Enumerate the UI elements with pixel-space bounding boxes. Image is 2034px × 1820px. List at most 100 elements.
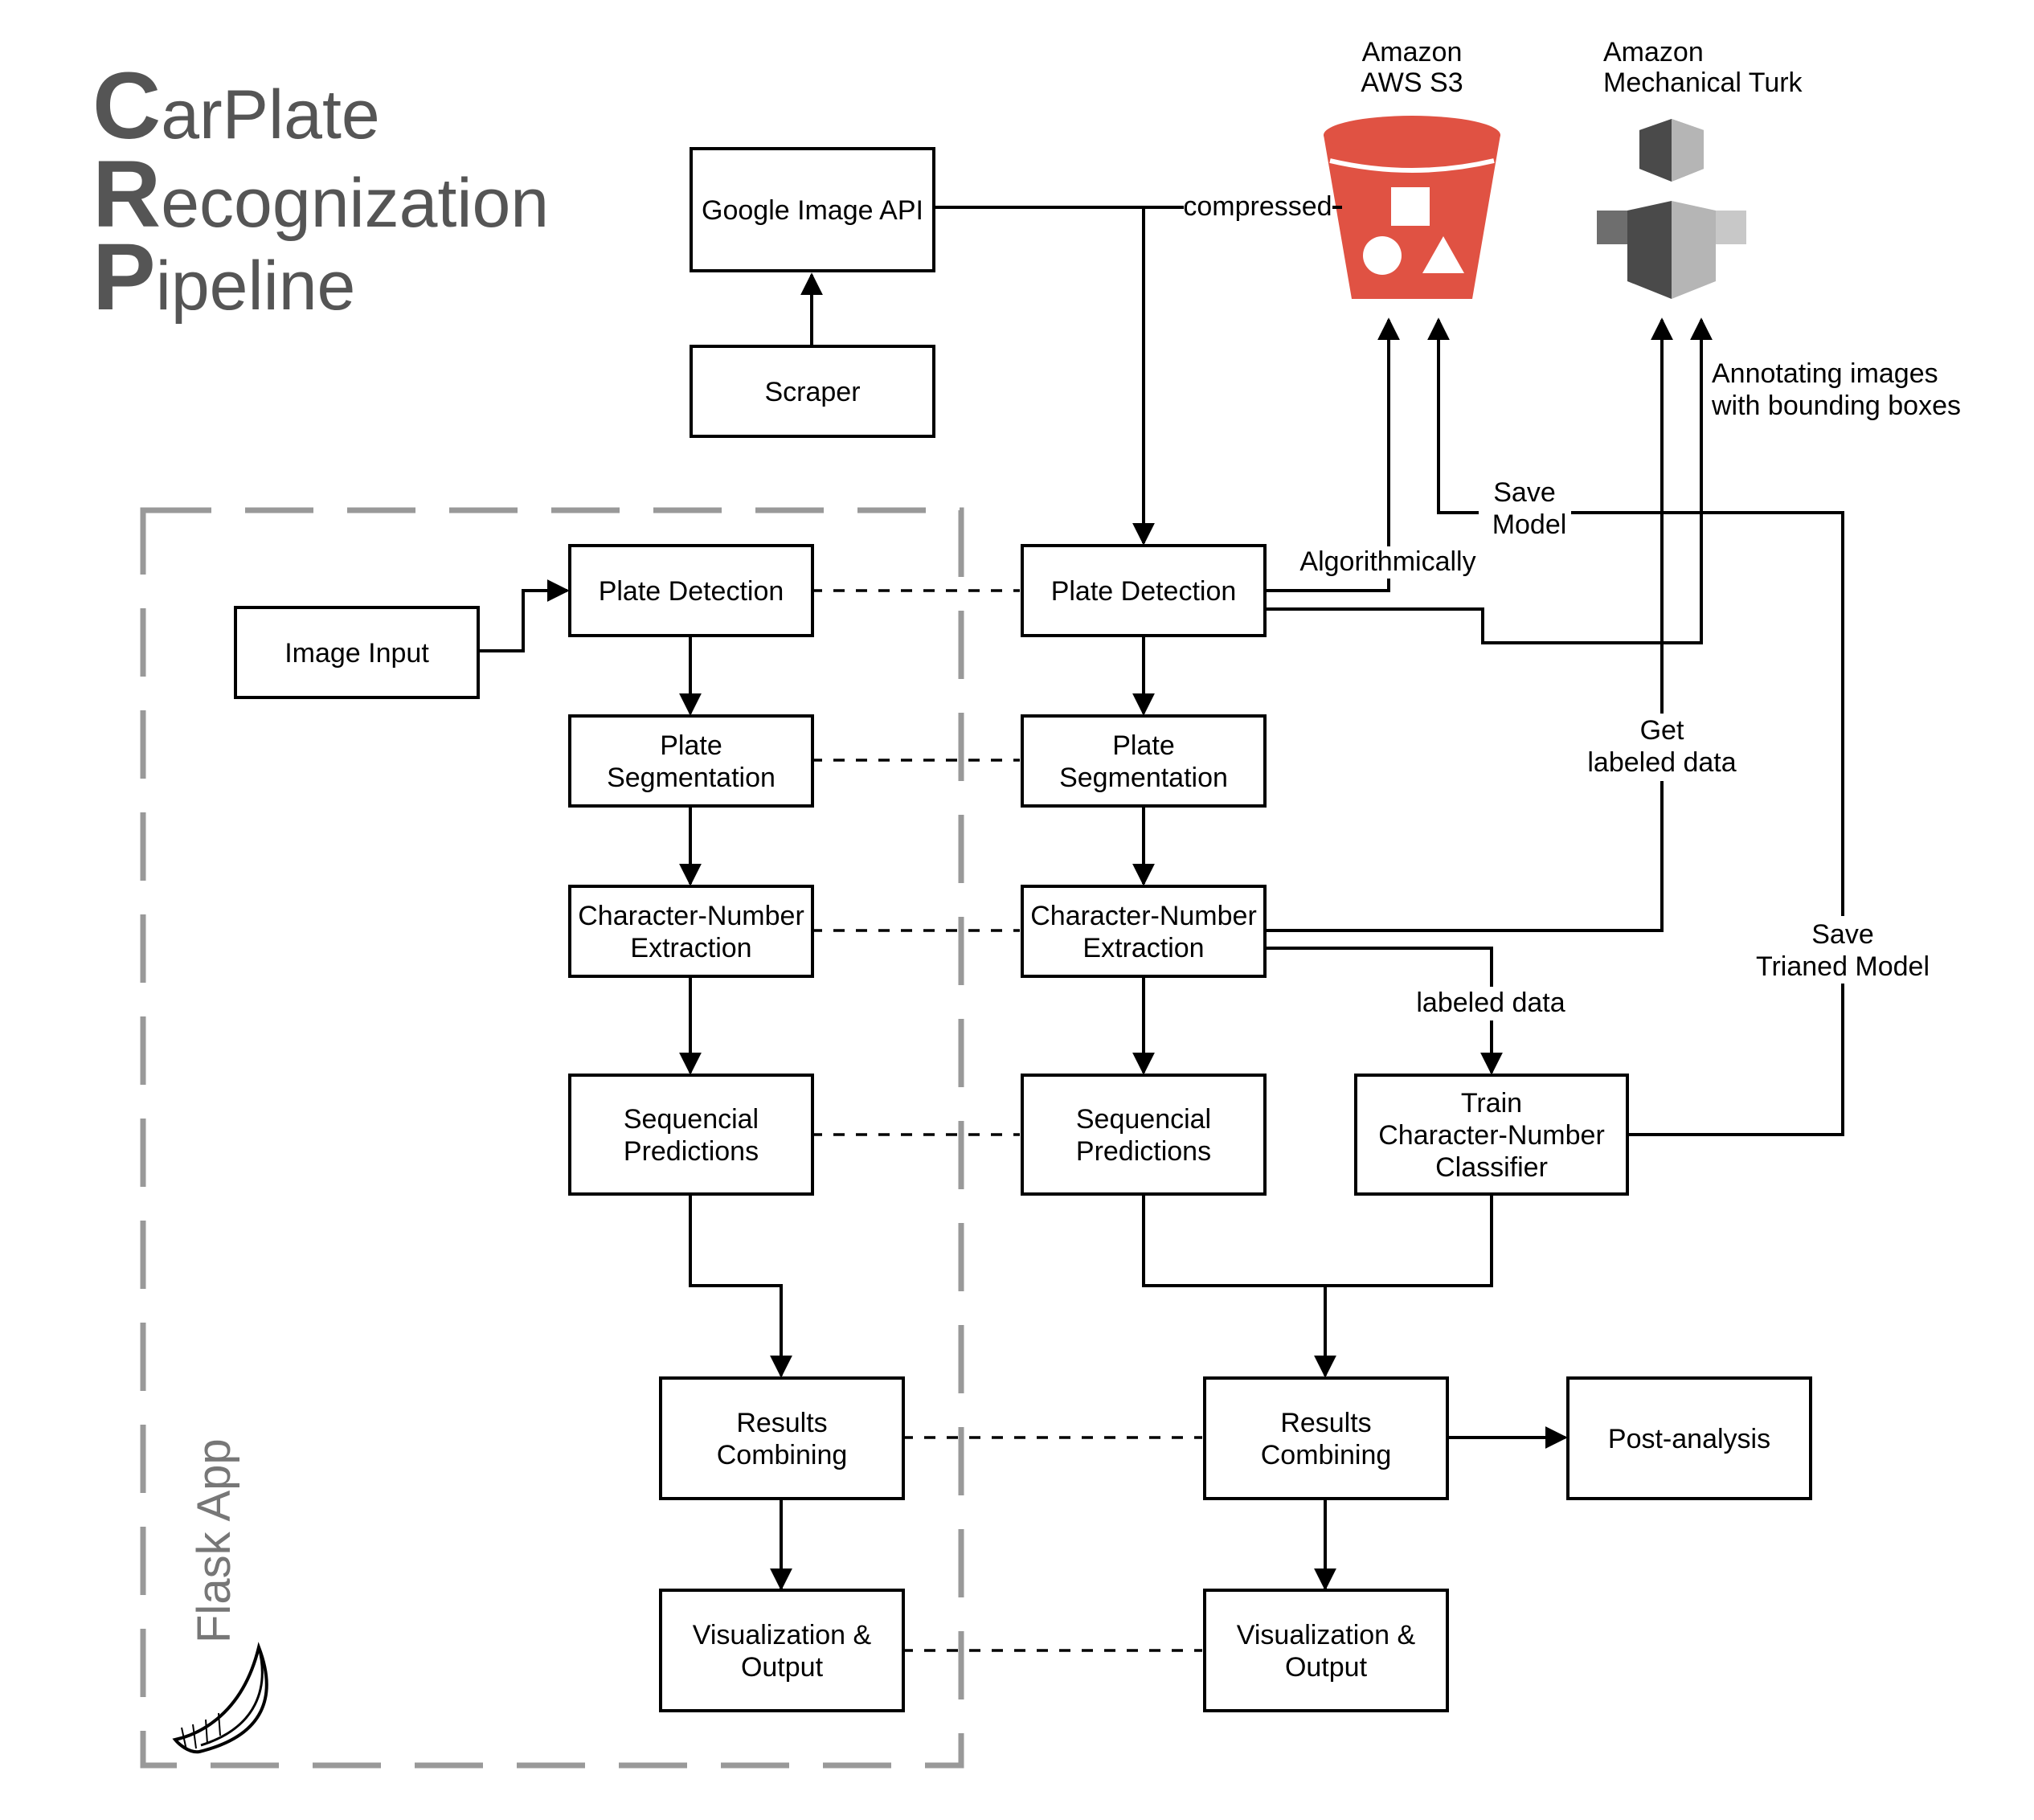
node-label: Extraction (630, 933, 751, 963)
node-box (1566, 1376, 1812, 1500)
node-box (690, 147, 935, 272)
mturk-label-line1: Amazon (1603, 37, 1704, 67)
node-label: Character-Number (1030, 901, 1257, 931)
node-box (659, 1589, 905, 1712)
title-line-1: CarPlate (92, 53, 380, 159)
label-get-labeled-2: labeled data (1587, 747, 1736, 778)
diagram-title: CarPlate Recognization Pipeline (92, 53, 549, 330)
node-box (1354, 1074, 1629, 1196)
node-label: Visualization & (1237, 1620, 1416, 1650)
correspondence-lines (811, 589, 1202, 1652)
node-label: Image Input (284, 638, 429, 669)
title-line-2: Recognization (92, 141, 549, 247)
node-box (1021, 714, 1267, 808)
node-post: Post-analysis (1566, 1376, 1812, 1500)
node-label: Post-analysis (1608, 1424, 1770, 1454)
node-box (1021, 885, 1267, 978)
mechanical-turk-icon (1597, 119, 1746, 299)
title-line-3: Pipeline (92, 224, 355, 330)
edge-l-seq-comb (689, 1195, 792, 1378)
node-label: Plate Detection (599, 576, 784, 607)
label-save-model-2: Model (1492, 509, 1567, 540)
node-label: Classifier (1435, 1152, 1548, 1183)
node-label: Plate (660, 730, 722, 761)
node-label: Predictions (1076, 1136, 1211, 1167)
mturk-label-line2: Mechanical Turk (1603, 67, 1803, 98)
edge-save-trained-model (1427, 317, 1844, 1136)
flask-horn-icon (172, 1642, 268, 1754)
node-label: Train (1461, 1088, 1522, 1119)
node-label: Output (741, 1652, 824, 1683)
node-box (1203, 1376, 1449, 1500)
node-label: Results (1280, 1408, 1371, 1438)
node-label: Results (736, 1408, 827, 1438)
label-save-trained-2: Trianed Model (1756, 951, 1930, 982)
node-r-detect: Plate Detection (1021, 544, 1267, 637)
node-label: Segmentation (1059, 763, 1228, 793)
node-label: Output (1285, 1652, 1368, 1683)
node-box (234, 606, 480, 699)
label-annotating-1: Annotating images (1712, 358, 1938, 389)
edge-labeled-data-train (1266, 947, 1503, 1075)
node-label: Combining (717, 1440, 848, 1470)
s3-label-line1: Amazon (1362, 37, 1463, 67)
node-box (1203, 1589, 1449, 1712)
node-label: Plate Detection (1051, 576, 1237, 607)
node-box (690, 345, 935, 438)
edge-detect-algorithmically-s3 (1266, 317, 1400, 592)
node-label: Segmentation (607, 763, 776, 793)
node-label: Scraper (764, 377, 860, 407)
label-labeled-data: labeled data (1416, 988, 1565, 1018)
edge-input-to-detection (478, 579, 570, 652)
node-box (659, 1376, 905, 1500)
node-label: Sequencial (1076, 1104, 1211, 1135)
node-label: Character-Number (1378, 1120, 1605, 1151)
node-image-input: Image Input (234, 606, 480, 699)
edge-detect-to-mturk (1266, 317, 1713, 644)
node-l-detect: Plate Detection (568, 544, 814, 637)
flask-app-label: Flask App (188, 1438, 240, 1643)
node-label: Combining (1261, 1440, 1392, 1470)
node-box (568, 544, 814, 637)
node-scraper: Scraper (690, 345, 935, 438)
node-label: Sequencial (624, 1104, 759, 1135)
label-save-trained-1: Save (1811, 919, 1874, 950)
node-r-vis: Visualization &Output (1203, 1589, 1449, 1712)
node-label: Character-Number (578, 901, 804, 931)
node-label: Visualization & (693, 1620, 872, 1650)
node-l-vis: Visualization &Output (659, 1589, 905, 1712)
node-box (568, 885, 814, 978)
node-label: Predictions (624, 1136, 759, 1167)
label-algorithmically: Algorithmically (1299, 546, 1475, 577)
edges (478, 206, 1844, 1591)
node-label: Google Image API (702, 195, 923, 226)
node-label: Extraction (1082, 933, 1204, 963)
node-box (568, 714, 814, 808)
s3-label-line2: AWS S3 (1361, 67, 1463, 98)
flask-app-container (140, 507, 964, 1769)
node-label: Plate (1112, 730, 1175, 761)
node-box (1021, 544, 1267, 637)
edge-labels: compressed Algorithmically Save Model An… (1183, 191, 1961, 1020)
node-box (1021, 1074, 1267, 1196)
label-annotating-2: with bounding boxes (1711, 391, 1961, 421)
edge-merge (1142, 1195, 1493, 1287)
label-save-model-1: Save (1493, 477, 1556, 508)
label-compressed: compressed (1183, 191, 1332, 222)
node-google-api: Google Image API (690, 147, 935, 272)
node-box (568, 1074, 814, 1196)
aws-s3-bucket-icon (1324, 116, 1500, 299)
label-get-labeled-1: Get (1640, 715, 1684, 746)
edge-get-labeled-data (1266, 317, 1673, 932)
